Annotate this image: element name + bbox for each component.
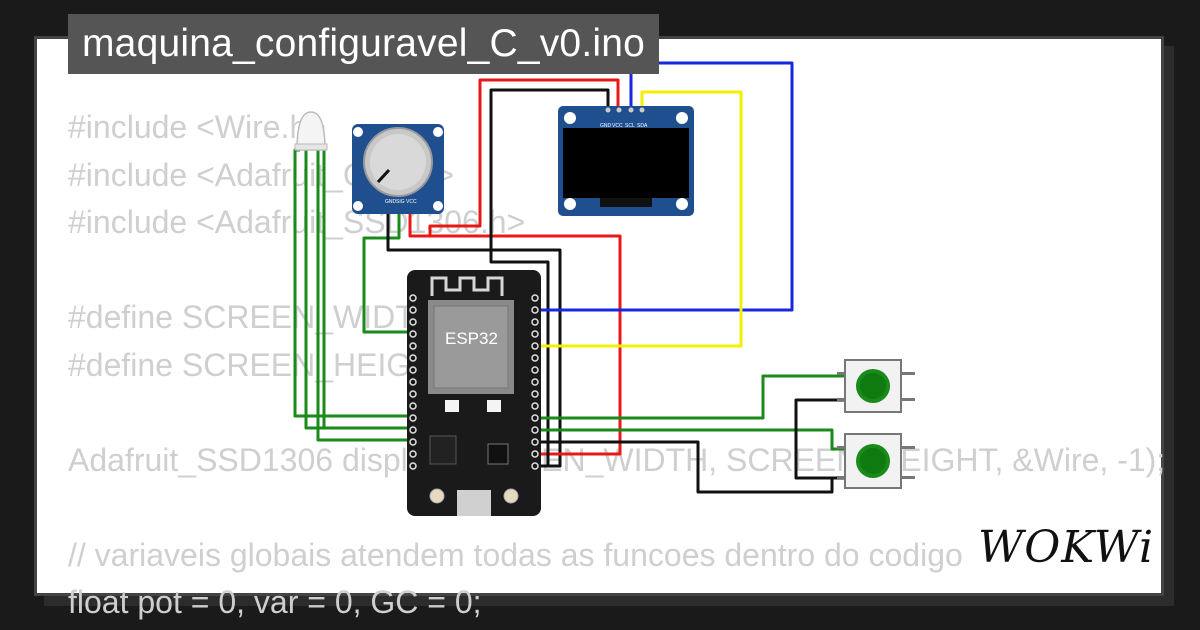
esp32-pin	[409, 366, 417, 374]
esp32-pin	[531, 402, 539, 410]
oled-pin-gnd: GND	[600, 123, 612, 129]
esp32-pin	[531, 306, 539, 314]
esp32-pin	[409, 342, 417, 350]
esp32-pin	[409, 294, 417, 302]
wire-black	[489, 88, 610, 466]
esp32-pin	[409, 438, 417, 446]
wire-black	[386, 210, 562, 468]
oled-pin-vcc: VCC	[612, 123, 623, 129]
esp32-board[interactable]: ESP32	[407, 270, 541, 516]
oled-pin-scl: SCL	[625, 123, 635, 129]
potentiometer[interactable]: GND SIG VCC	[352, 124, 444, 214]
esp32-pin	[409, 378, 417, 386]
esp32-pin	[409, 414, 417, 422]
esp32-pin	[409, 330, 417, 338]
wire-green	[304, 150, 415, 430]
wire-red	[428, 78, 620, 236]
esp32-pin	[531, 330, 539, 338]
esp32-pin	[531, 438, 539, 446]
pot-pin-sig: SIG	[396, 199, 405, 205]
esp32-pin	[531, 450, 539, 458]
oled-display[interactable]: GND VCC SCL SDA	[558, 106, 694, 216]
pot-pin-gnd: GND	[385, 199, 397, 205]
esp32-pin	[531, 354, 539, 362]
wire-green	[316, 150, 415, 442]
esp32-pin	[531, 318, 539, 326]
esp32-pin	[409, 354, 417, 362]
sketch-title: maquina_configuravel_C_v0.ino	[68, 14, 659, 74]
esp32-pin	[409, 450, 417, 458]
esp32-pin	[531, 414, 539, 422]
esp32-pin	[531, 426, 539, 434]
esp32-pin	[409, 462, 417, 470]
esp32-pin	[531, 378, 539, 386]
esp32-pin	[409, 426, 417, 434]
wire-green	[533, 374, 845, 420]
esp32-pin	[531, 390, 539, 398]
pot-pin-vcc: VCC	[406, 199, 417, 205]
esp32-pin	[531, 294, 539, 302]
wire-red	[408, 210, 622, 456]
wire-blue	[533, 61, 794, 312]
esp32-pins	[409, 294, 539, 470]
esp32-pin	[409, 306, 417, 314]
wire-green	[362, 210, 415, 334]
esp32-pin	[531, 342, 539, 350]
wire-black	[794, 398, 845, 480]
code-line: #include <Adafruit_SSD1306.h>	[68, 204, 526, 240]
wire-yellow	[533, 90, 743, 348]
code-line: // variaveis globais atendem todas as fu…	[68, 536, 963, 573]
esp32-pin	[409, 390, 417, 398]
esp32-pin	[409, 318, 417, 326]
push-button-1[interactable]	[837, 359, 915, 413]
wire-green	[533, 428, 845, 451]
esp32-pin	[531, 462, 539, 470]
rgb-led[interactable]	[294, 111, 328, 151]
esp32-pin	[531, 366, 539, 374]
code-line: float pot = 0, var = 0, GC = 0;	[68, 584, 482, 620]
push-button-2[interactable]	[837, 433, 915, 489]
esp32-label: ESP32	[445, 329, 498, 348]
esp32-pin	[409, 402, 417, 410]
oled-pin-sda: SDA	[637, 123, 648, 129]
wokwi-logo: WOKWi	[978, 522, 1155, 573]
wire-black	[533, 440, 834, 494]
